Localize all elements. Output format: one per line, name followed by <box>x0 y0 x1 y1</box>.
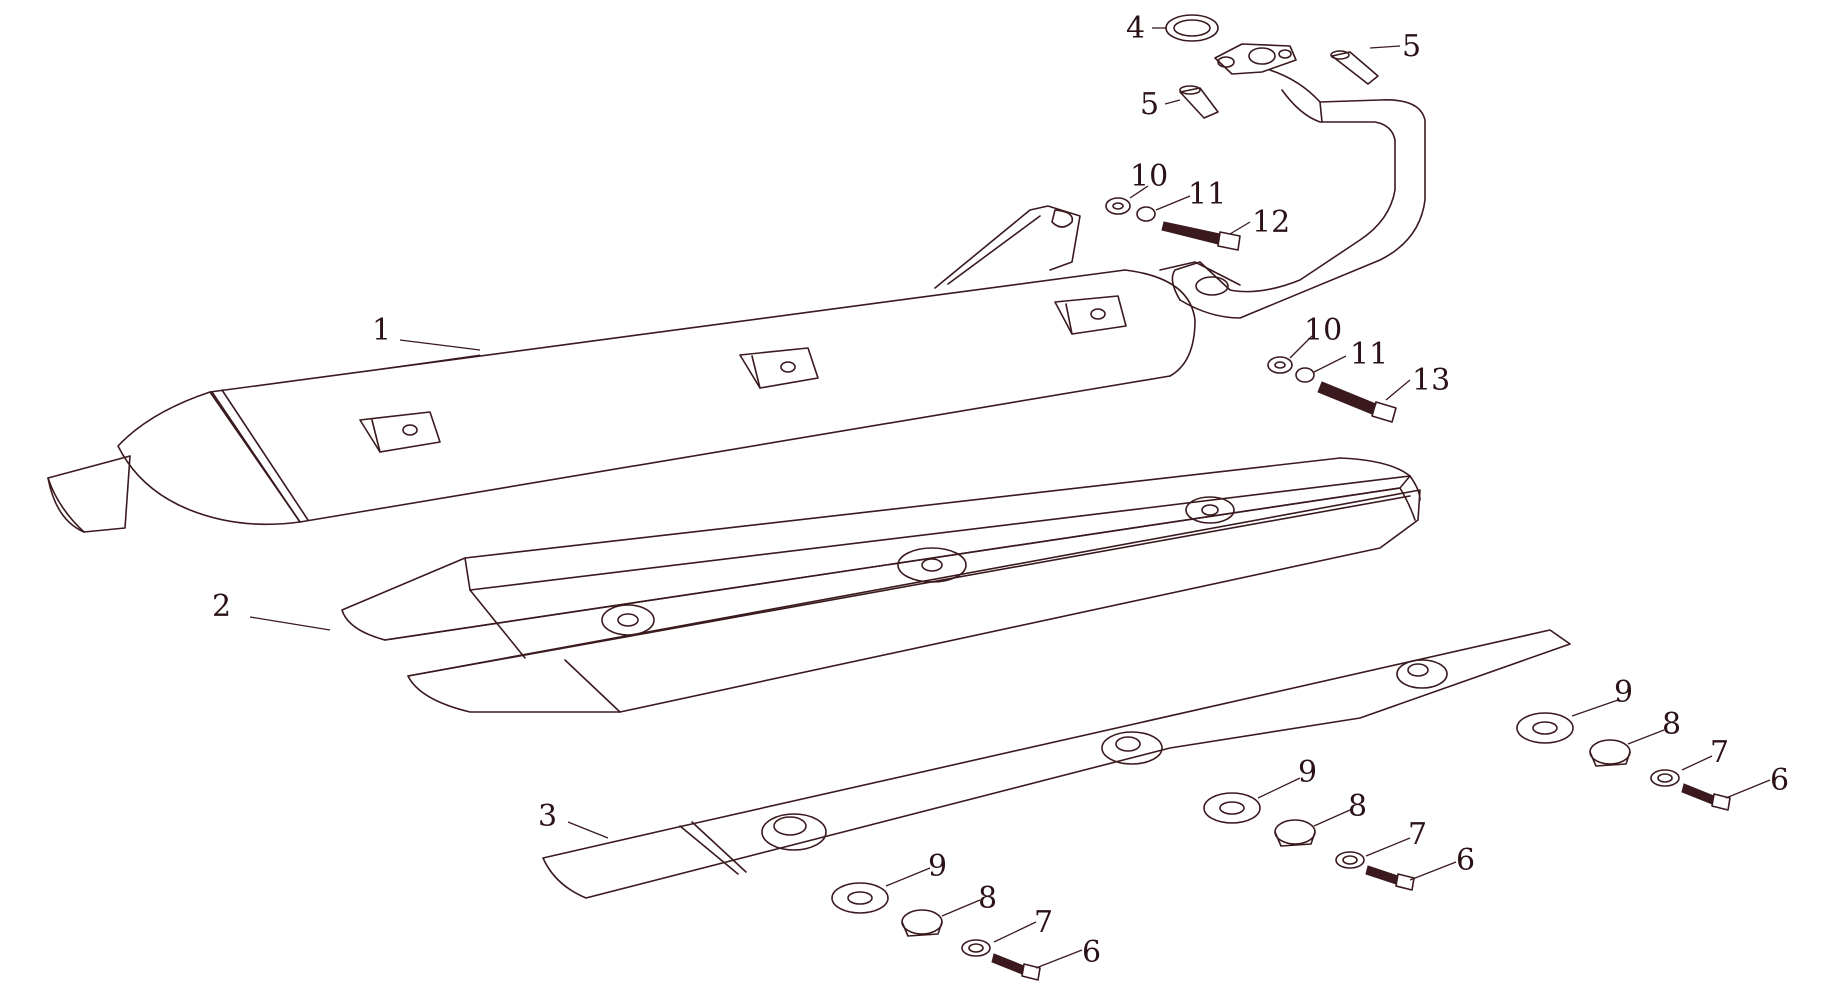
callout-9: 9 <box>1298 755 1317 790</box>
callout-12: 12 <box>1252 205 1290 240</box>
stud-bolt <box>1330 50 1379 85</box>
callout-2: 2 <box>212 589 231 624</box>
callout-10: 10 <box>1304 313 1342 348</box>
callout-11: 11 <box>1350 337 1388 372</box>
muffler-body <box>47 205 1196 533</box>
callout-6: 6 <box>1456 843 1475 878</box>
heat-shield-lower <box>542 629 1571 899</box>
gasket-ring <box>1165 14 1219 42</box>
hardware-set-right <box>1516 712 1731 811</box>
callout-7: 7 <box>1710 735 1729 770</box>
heat-shield-upper <box>341 457 1421 713</box>
heat-shield-tab <box>359 411 441 453</box>
callout-numbers: 1 2 3 4 5 5 10 11 12 10 11 13 9 8 7 6 9 … <box>212 11 1789 970</box>
callout-8: 8 <box>1662 707 1681 742</box>
callout-5: 5 <box>1402 29 1421 64</box>
callout-3: 3 <box>538 799 557 834</box>
lock-washer <box>1136 206 1156 222</box>
callout-8: 8 <box>978 881 997 916</box>
callout-10: 10 <box>1130 159 1168 194</box>
hardware-set-middle <box>1203 792 1415 891</box>
callout-7: 7 <box>1034 905 1053 940</box>
callout-4: 4 <box>1126 11 1145 46</box>
callout-5: 5 <box>1140 87 1159 122</box>
callout-1: 1 <box>372 313 391 348</box>
exhaust-pipe <box>1159 43 1426 319</box>
callout-6: 6 <box>1770 763 1789 798</box>
leader-lines <box>249 27 1771 969</box>
callout-11: 11 <box>1188 177 1226 212</box>
callout-6: 6 <box>1082 935 1101 970</box>
bolt-13 <box>1317 381 1397 423</box>
callout-13: 13 <box>1412 363 1450 398</box>
callout-8: 8 <box>1348 789 1367 824</box>
washer <box>1105 197 1131 215</box>
hardware-set-left <box>831 882 1041 981</box>
heat-shield-tab <box>739 347 819 389</box>
washer <box>1267 356 1293 374</box>
callout-9: 9 <box>928 849 947 884</box>
callout-7: 7 <box>1408 817 1427 852</box>
callout-9: 9 <box>1614 675 1633 710</box>
lock-washer <box>1295 367 1315 383</box>
heat-shield-tab <box>1054 295 1127 335</box>
bolt-12 <box>1161 221 1241 251</box>
stud-bolt <box>1179 85 1219 119</box>
